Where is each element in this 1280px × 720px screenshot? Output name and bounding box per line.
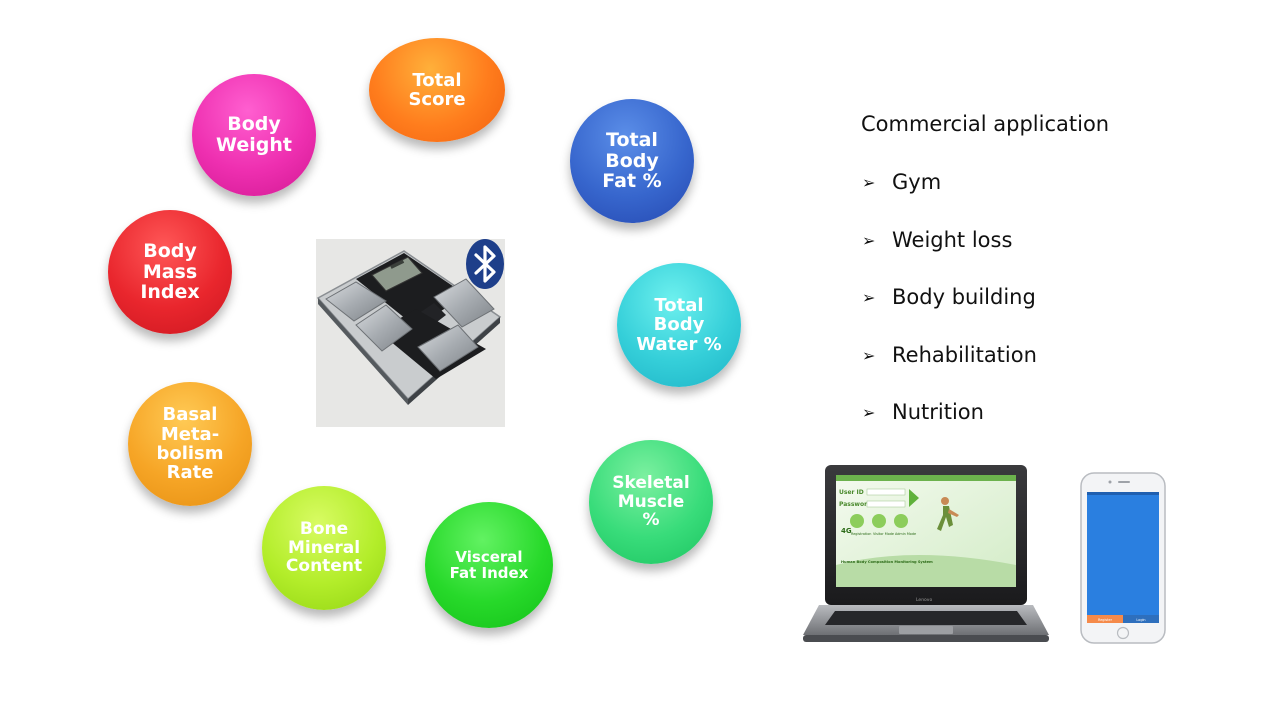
bubble-skeletal-muscle: Skeletal Muscle %	[589, 440, 713, 564]
bubble-line: Body	[143, 240, 197, 263]
bubble-line: Body	[227, 113, 281, 136]
bubble-line: Index	[140, 281, 200, 304]
bubble-line: Visceral	[455, 547, 523, 566]
list-item: ➢ Gym	[862, 170, 1037, 228]
laptop-footer-text: Human Body Composition Monitoring System	[841, 560, 933, 564]
bubble-visceral-fat-index: Visceral Fat Index	[425, 502, 553, 628]
bubble-line: bolism	[156, 443, 224, 464]
bubble-line: Total	[654, 294, 704, 316]
laptop-brand: Lenovo	[916, 597, 932, 603]
bubble-line: Mass	[142, 260, 198, 283]
bubble-body-weight: Body Weight	[192, 74, 316, 196]
bubble-bone-mineral-content: Bone Mineral Content	[262, 486, 386, 610]
list-item: ➢ Weight loss	[862, 228, 1037, 286]
bubble-body-mass-index: Body Mass Index	[108, 210, 232, 334]
laptop-password-label: Password	[839, 501, 871, 508]
list-item-label: Weight loss	[892, 227, 1013, 252]
bubble-line: Content	[285, 556, 363, 577]
login-button: Login	[1136, 618, 1145, 622]
bubble-line: Water %	[636, 333, 722, 355]
bubble-line: Muscle	[617, 491, 685, 512]
laptop-image: User ID Password 4G Registration Visitor…	[803, 465, 1049, 643]
arrow-right-icon: ➢	[862, 403, 876, 422]
bubble-line: Body	[653, 314, 705, 336]
register-button: Register	[1098, 618, 1113, 622]
bubble-line: Meta-	[160, 423, 220, 445]
laptop-mode-label: Registration	[851, 532, 871, 536]
list-item-label: Nutrition	[892, 400, 984, 424]
arrow-right-icon: ➢	[862, 345, 876, 365]
list-item: ➢ Rehabilitation	[862, 343, 1037, 401]
bubble-line: Mineral	[287, 537, 361, 558]
list-item: ➢ Nutrition	[862, 400, 1037, 458]
bubble-line: Basal	[162, 404, 218, 426]
bubble-line: Fat %	[602, 170, 662, 193]
laptop-drawing: User ID Password 4G Registration Visitor…	[803, 465, 1049, 642]
phone-drawing: Register Login	[1080, 472, 1166, 644]
bubble-line: Score	[408, 89, 466, 110]
bubble-line: Fat Index	[449, 564, 529, 582]
bubble-line: %	[642, 510, 660, 531]
applications-title: Commercial application	[861, 112, 1110, 136]
phone-image: Register Login	[1080, 472, 1166, 644]
bubble-basal-metabolism-rate: Basal Meta- bolism Rate	[128, 382, 252, 506]
bubble-line: Skeletal	[612, 473, 690, 494]
arrow-right-icon: ➢	[862, 230, 876, 250]
list-item-label: Body building	[892, 285, 1036, 309]
list-item-label: Rehabilitation	[892, 342, 1037, 367]
bubble-line: Bone	[299, 519, 349, 540]
list-item: ➢ Body building	[862, 285, 1037, 343]
bubble-total-body-fat: Total Body Fat %	[570, 99, 694, 223]
bubble-line: Total	[412, 69, 462, 91]
bubble-line: Body	[605, 149, 659, 172]
list-item-label: Gym	[892, 170, 942, 194]
bluetooth-icon	[465, 238, 505, 290]
arrow-right-icon: ➢	[862, 288, 876, 307]
laptop-mode-label: Admin Mode	[895, 532, 916, 536]
bubble-total-body-water: Total Body Water %	[617, 263, 741, 387]
laptop-mode-label: Visitor Mode	[873, 532, 894, 536]
arrow-right-icon: ➢	[862, 173, 876, 192]
bubble-line: Rate	[166, 462, 214, 484]
bubble-line: Weight	[216, 134, 292, 156]
laptop-userid-label: User ID	[839, 489, 864, 496]
bubble-total-score: Total Score	[369, 38, 505, 142]
svg-text:4G: 4G	[841, 527, 852, 535]
scale-drawing	[316, 250, 502, 405]
bubble-line: Total	[606, 129, 658, 152]
applications-list: ➢ Gym ➢ Weight loss ➢ Body building ➢ Rehabi…	[862, 170, 1037, 458]
